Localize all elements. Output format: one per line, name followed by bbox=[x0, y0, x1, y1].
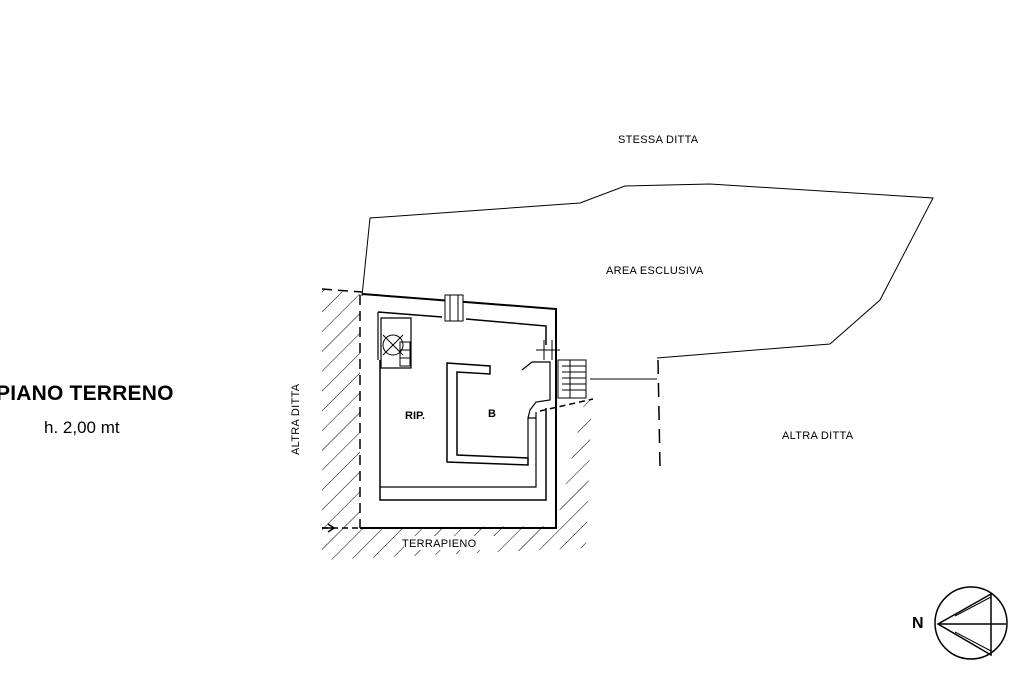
label-terrapieno: TERRAPIENO bbox=[402, 538, 477, 550]
dashed-left-boundary bbox=[322, 289, 362, 292]
label-area-esclusiva: AREA ESCLUSIVA bbox=[606, 265, 704, 277]
exclusive-area-boundary bbox=[362, 184, 933, 358]
label-room-ripostiglio: RIP. bbox=[405, 410, 425, 422]
spiral-stair bbox=[381, 318, 411, 368]
label-altra-ditta-left: ALTRA DITTA bbox=[290, 383, 302, 455]
label-room-bagno: B bbox=[488, 408, 496, 420]
bath-partition bbox=[447, 363, 528, 465]
bath-wall-right bbox=[522, 362, 550, 458]
label-stessa-ditta: STESSA DITTA bbox=[618, 134, 699, 146]
plan-title: PIANO TERRENO bbox=[0, 382, 174, 405]
compass-north-label: N bbox=[912, 615, 924, 632]
plan-height-note: h. 2,00 mt bbox=[44, 418, 120, 437]
hatch-left bbox=[322, 289, 360, 528]
label-altra-ditta-right: ALTRA DITTA bbox=[782, 430, 854, 442]
dashed-boundary bbox=[658, 360, 660, 468]
building-inner-wall-2 bbox=[378, 312, 536, 487]
building-inner-wall bbox=[378, 312, 546, 500]
window-top bbox=[445, 295, 463, 321]
dashed-right-diag bbox=[540, 399, 593, 411]
north-arrow-icon bbox=[935, 587, 1007, 659]
